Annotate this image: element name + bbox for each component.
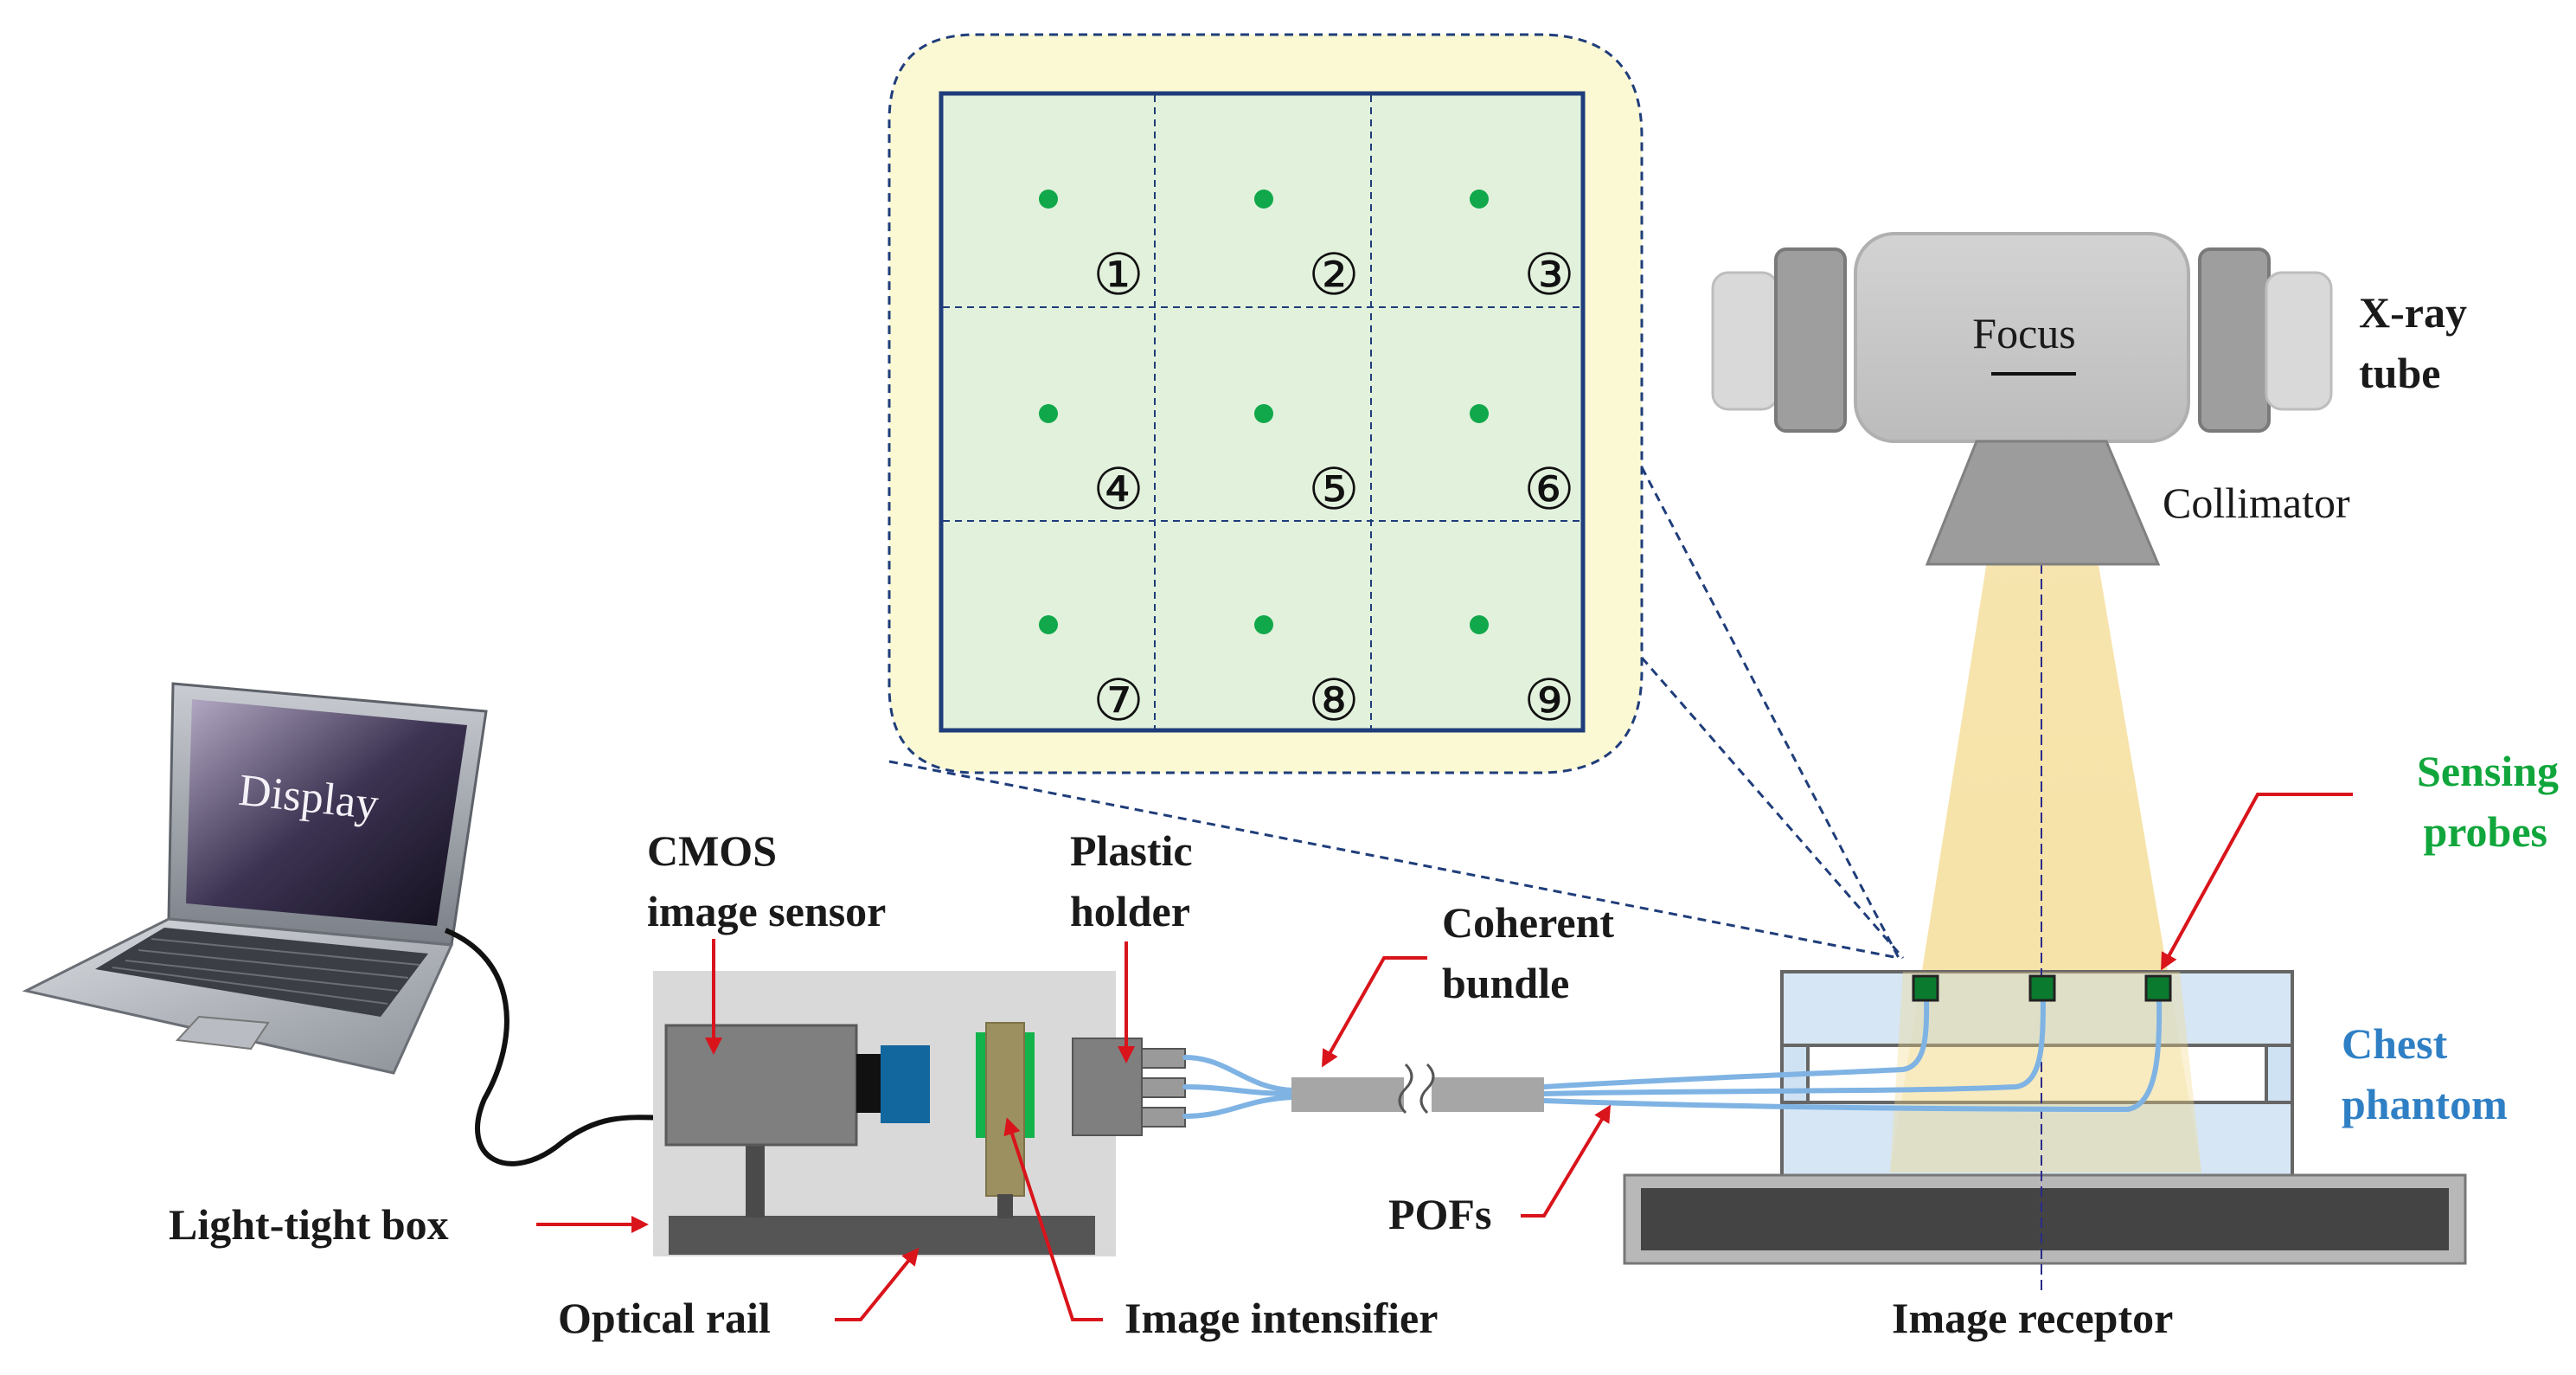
probe — [2144, 974, 2172, 1002]
intensifier-body — [985, 1022, 1025, 1197]
probe — [1912, 974, 1939, 1002]
lens-blue — [881, 1045, 930, 1123]
callout-arrows — [536, 793, 2353, 1321]
holder-ferrule — [1141, 1077, 1186, 1098]
light-tight-box-label: Light-tight box — [169, 1200, 449, 1249]
probe-position-dot — [1254, 404, 1273, 423]
keyboard-keys — [112, 938, 420, 1005]
chest-phantom — [1780, 970, 2294, 1178]
sensing-probes-label-line1: Sensing — [2417, 747, 2559, 795]
arrow-image-intensifier — [1003, 1117, 1103, 1321]
plastic-label-line2: holder — [1070, 887, 1190, 935]
image-receptor — [1623, 1173, 2467, 1265]
tube-ring-left — [1774, 247, 1847, 433]
pofs-label: POFs — [1388, 1190, 1491, 1238]
plastic-holder-block — [1072, 1038, 1143, 1136]
coherent-bundle — [1291, 1063, 1544, 1115]
phantom-side-right — [2265, 1044, 2294, 1104]
cmos-label-line2: image sensor — [647, 887, 886, 935]
tube-end-cap-right — [2265, 271, 2333, 411]
pof-fibers — [1182, 997, 2163, 1119]
phantom-bottom-slab — [1780, 1101, 2294, 1178]
holder-ferrule — [1141, 1107, 1186, 1128]
cmos-label-line1: CMOS — [647, 826, 777, 875]
callout-pointer-right — [1640, 466, 1900, 959]
probe-position-dot — [1039, 615, 1058, 634]
coherent-label-line2: bundle — [1442, 959, 1569, 1007]
receptor-plate — [1641, 1188, 2449, 1250]
sensing-probes-label-line2: probes — [2423, 807, 2547, 856]
light-tight-box — [653, 971, 1186, 1256]
grid-cell-number: ② — [1308, 241, 1359, 308]
grid-cell-number: ⑨ — [1523, 667, 1574, 734]
bundle-segment-right — [1432, 1077, 1544, 1112]
lens-black — [856, 1054, 881, 1113]
grid-cell-number: ③ — [1523, 241, 1574, 308]
laptop-cable — [444, 928, 665, 1166]
sensor-post — [746, 1142, 765, 1218]
probe-position-dot — [1039, 190, 1058, 209]
beam-overlay — [1890, 972, 2201, 1173]
plastic-label-line1: Plastic — [1070, 826, 1193, 875]
laptop: Display — [22, 682, 665, 1166]
tube-ring-right — [2198, 247, 2271, 433]
laptop-touchpad — [175, 1015, 270, 1051]
intensifier-post — [997, 1194, 1013, 1218]
focus-label: Focus — [1972, 309, 2075, 357]
probe — [2028, 974, 2056, 1002]
coherent-label-line1: Coherent — [1442, 898, 1614, 947]
probe-position-dot — [1039, 404, 1058, 423]
arrow-sensing-probes — [2161, 793, 2353, 971]
sensing-probes — [1912, 974, 2172, 1002]
phantom-middle-gap — [1806, 1044, 2268, 1104]
grid-cell-number: ⑥ — [1523, 456, 1574, 523]
chest-phantom-label-line1: Chest — [2342, 1019, 2448, 1068]
probe-position-dot — [1470, 404, 1489, 423]
optical-rail-label: Optical rail — [558, 1294, 771, 1342]
grid-dots — [1039, 190, 1489, 634]
arrow-optical-rail — [835, 1247, 920, 1321]
image-receptor-label: Image receptor — [1892, 1294, 2173, 1342]
probe-position-dot — [1254, 190, 1273, 209]
probe-position-dot — [1254, 615, 1273, 634]
callout-pointer-extra — [1640, 657, 1905, 959]
callout-magnifier: ① ② ③ ④ ⑤ ⑥ ⑦ ⑧ ⑨ — [888, 33, 1905, 960]
bundle-break-mark — [1398, 1063, 1435, 1115]
collimator — [1925, 440, 2161, 566]
probe-position-dot — [1470, 615, 1489, 634]
grid-cell-number: ④ — [1093, 456, 1144, 523]
xray-tube-label-line2: tube — [2359, 349, 2440, 397]
probe-position-dot — [1470, 190, 1489, 209]
laptop-screen — [186, 699, 467, 926]
grid-cell-number: ⑤ — [1308, 456, 1359, 523]
xray-tube: Focus — [1711, 232, 2333, 566]
grid-cell-number: ⑧ — [1308, 667, 1359, 734]
xray-tube-label-line1: X-ray — [2359, 288, 2467, 337]
tube-end-cap-left — [1711, 271, 1779, 411]
arrow-pofs — [1521, 1104, 1612, 1218]
labels: CMOS image sensor Plastic holder Coheren… — [169, 288, 2559, 1342]
bundle-segment-left — [1291, 1077, 1404, 1112]
grid-cell-number: ⑦ — [1093, 667, 1144, 734]
optical-rail-bar — [669, 1216, 1095, 1255]
holder-ferrule — [1141, 1048, 1186, 1069]
grid-cell-number: ① — [1093, 241, 1144, 308]
callout-pointer-left — [888, 760, 1900, 960]
laptop-keyboard — [95, 928, 428, 1017]
image-intensifier-label: Image intensifier — [1125, 1294, 1438, 1342]
arrow-coherent-bundle — [1322, 956, 1427, 1068]
grid-numbers: ① ② ③ ④ ⑤ ⑥ ⑦ ⑧ ⑨ — [1093, 241, 1574, 734]
cmos-sensor-body — [664, 1024, 858, 1147]
chest-phantom-label-line2: phantom — [2342, 1080, 2508, 1128]
collimator-label: Collimator — [2163, 479, 2350, 527]
